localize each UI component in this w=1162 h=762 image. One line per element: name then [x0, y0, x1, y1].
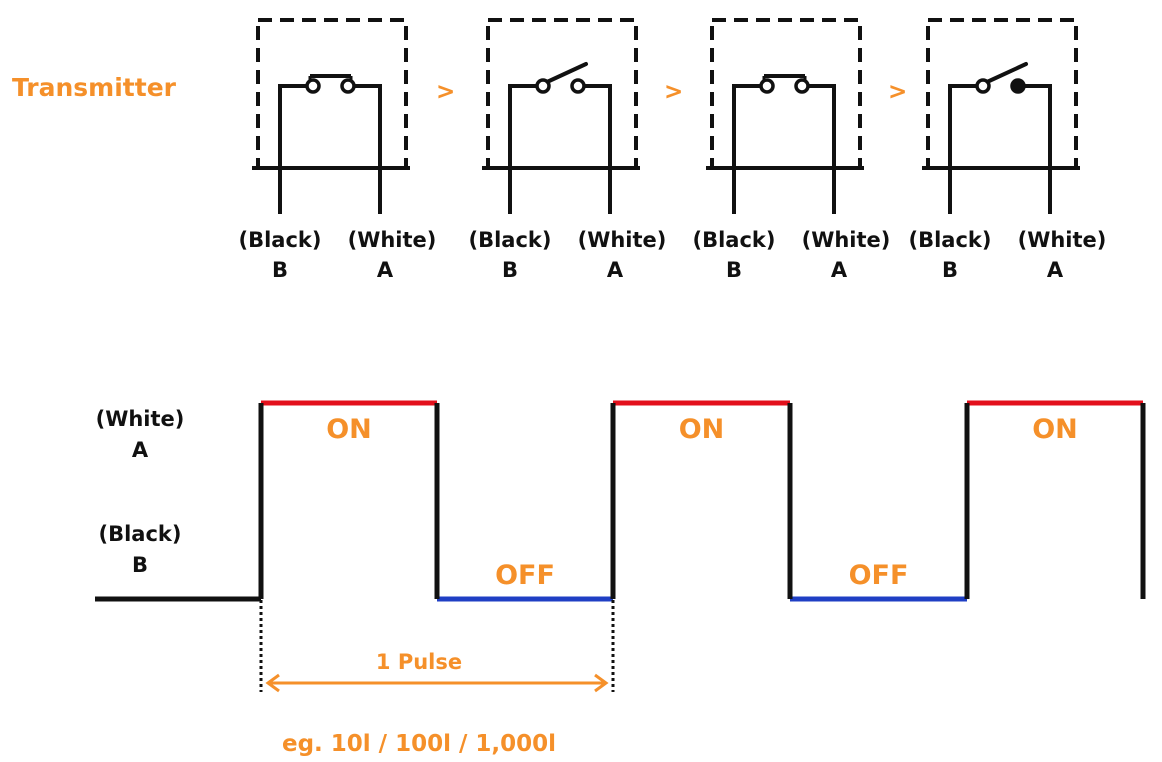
transmitter-housing	[486, 18, 638, 170]
level-high-letter: A	[132, 438, 149, 462]
pulse-arrow-left-head	[265, 673, 280, 693]
pulse-waveform: ON OFF ON OFF ON	[95, 400, 1146, 602]
terminal-b-letter: B	[942, 258, 958, 282]
wire-a	[582, 84, 612, 214]
terminal-a-letter: A	[831, 258, 848, 282]
switch-stages: (Black) B (White) A (Black) B (White) A (Black) B…	[239, 18, 1107, 282]
off-label: OFF	[495, 560, 555, 591]
wire-b	[278, 84, 309, 214]
pulse-example-label: eg. 10l / 100l / 1,000l	[282, 731, 556, 757]
pulse-label: 1 Pulse	[376, 650, 462, 674]
switch-stage: (Black) B (White) A	[909, 18, 1107, 282]
switch-stage: (Black) B (White) A	[239, 18, 437, 282]
on-label: ON	[326, 414, 372, 445]
terminal-b-label: (Black)	[693, 228, 776, 252]
level-low-letter: B	[132, 553, 148, 577]
transmitter-title: Transmitter	[12, 73, 177, 102]
switch-contact-a	[570, 78, 586, 94]
terminal-a-letter: A	[1047, 258, 1064, 282]
switch-stage: (Black) B (White) A	[693, 18, 891, 282]
stage-separator: >	[436, 79, 455, 105]
terminal-b-letter: B	[272, 258, 288, 282]
switch-contact-b	[759, 78, 775, 94]
wire-a	[1022, 84, 1052, 214]
terminal-b-letter: B	[502, 258, 518, 282]
switch-contact-a	[340, 78, 356, 94]
level-high-label: (White)	[96, 407, 185, 431]
terminal-a-letter: A	[377, 258, 394, 282]
switch-contact-b	[305, 78, 321, 94]
terminal-a-label: (White)	[578, 228, 667, 252]
switch-contact-b	[535, 78, 551, 94]
transmitter-housing	[256, 18, 408, 170]
transmitter-housing	[710, 18, 862, 170]
terminal-a-label: (White)	[1018, 228, 1107, 252]
pulse-measurement: 1 Pulse eg. 10l / 100l / 1,000l	[259, 600, 615, 757]
terminal-a-letter: A	[607, 258, 624, 282]
terminal-a-label: (White)	[348, 228, 437, 252]
pulse-arrow-right-head	[594, 673, 609, 693]
terminal-b-label: (Black)	[909, 228, 992, 252]
on-label: ON	[1032, 414, 1078, 445]
switch-lever-open	[545, 62, 588, 84]
level-labels: (White) A (Black) B	[96, 407, 185, 577]
stage-separators: > > >	[436, 79, 907, 105]
terminal-b-letter: B	[726, 258, 742, 282]
terminal-b-label: (Black)	[239, 228, 322, 252]
switch-contact-a	[1010, 78, 1026, 94]
terminal-b-label: (Black)	[469, 228, 552, 252]
stage-separator: >	[664, 79, 683, 105]
on-label: ON	[679, 414, 725, 445]
wire-b	[948, 84, 979, 214]
terminal-a-label: (White)	[802, 228, 891, 252]
wire-a	[806, 84, 836, 214]
wire-b	[508, 84, 539, 214]
wire-b	[732, 84, 763, 214]
stage-separator: >	[888, 79, 907, 105]
transmitter-housing	[926, 18, 1078, 170]
switch-stage: (Black) B (White) A	[469, 18, 667, 282]
switch-lever-open	[985, 62, 1028, 84]
switch-contact-a	[794, 78, 810, 94]
off-label: OFF	[849, 560, 909, 591]
switch-contact-b	[975, 78, 991, 94]
wire-a	[352, 84, 382, 214]
level-low-label: (Black)	[99, 522, 182, 546]
